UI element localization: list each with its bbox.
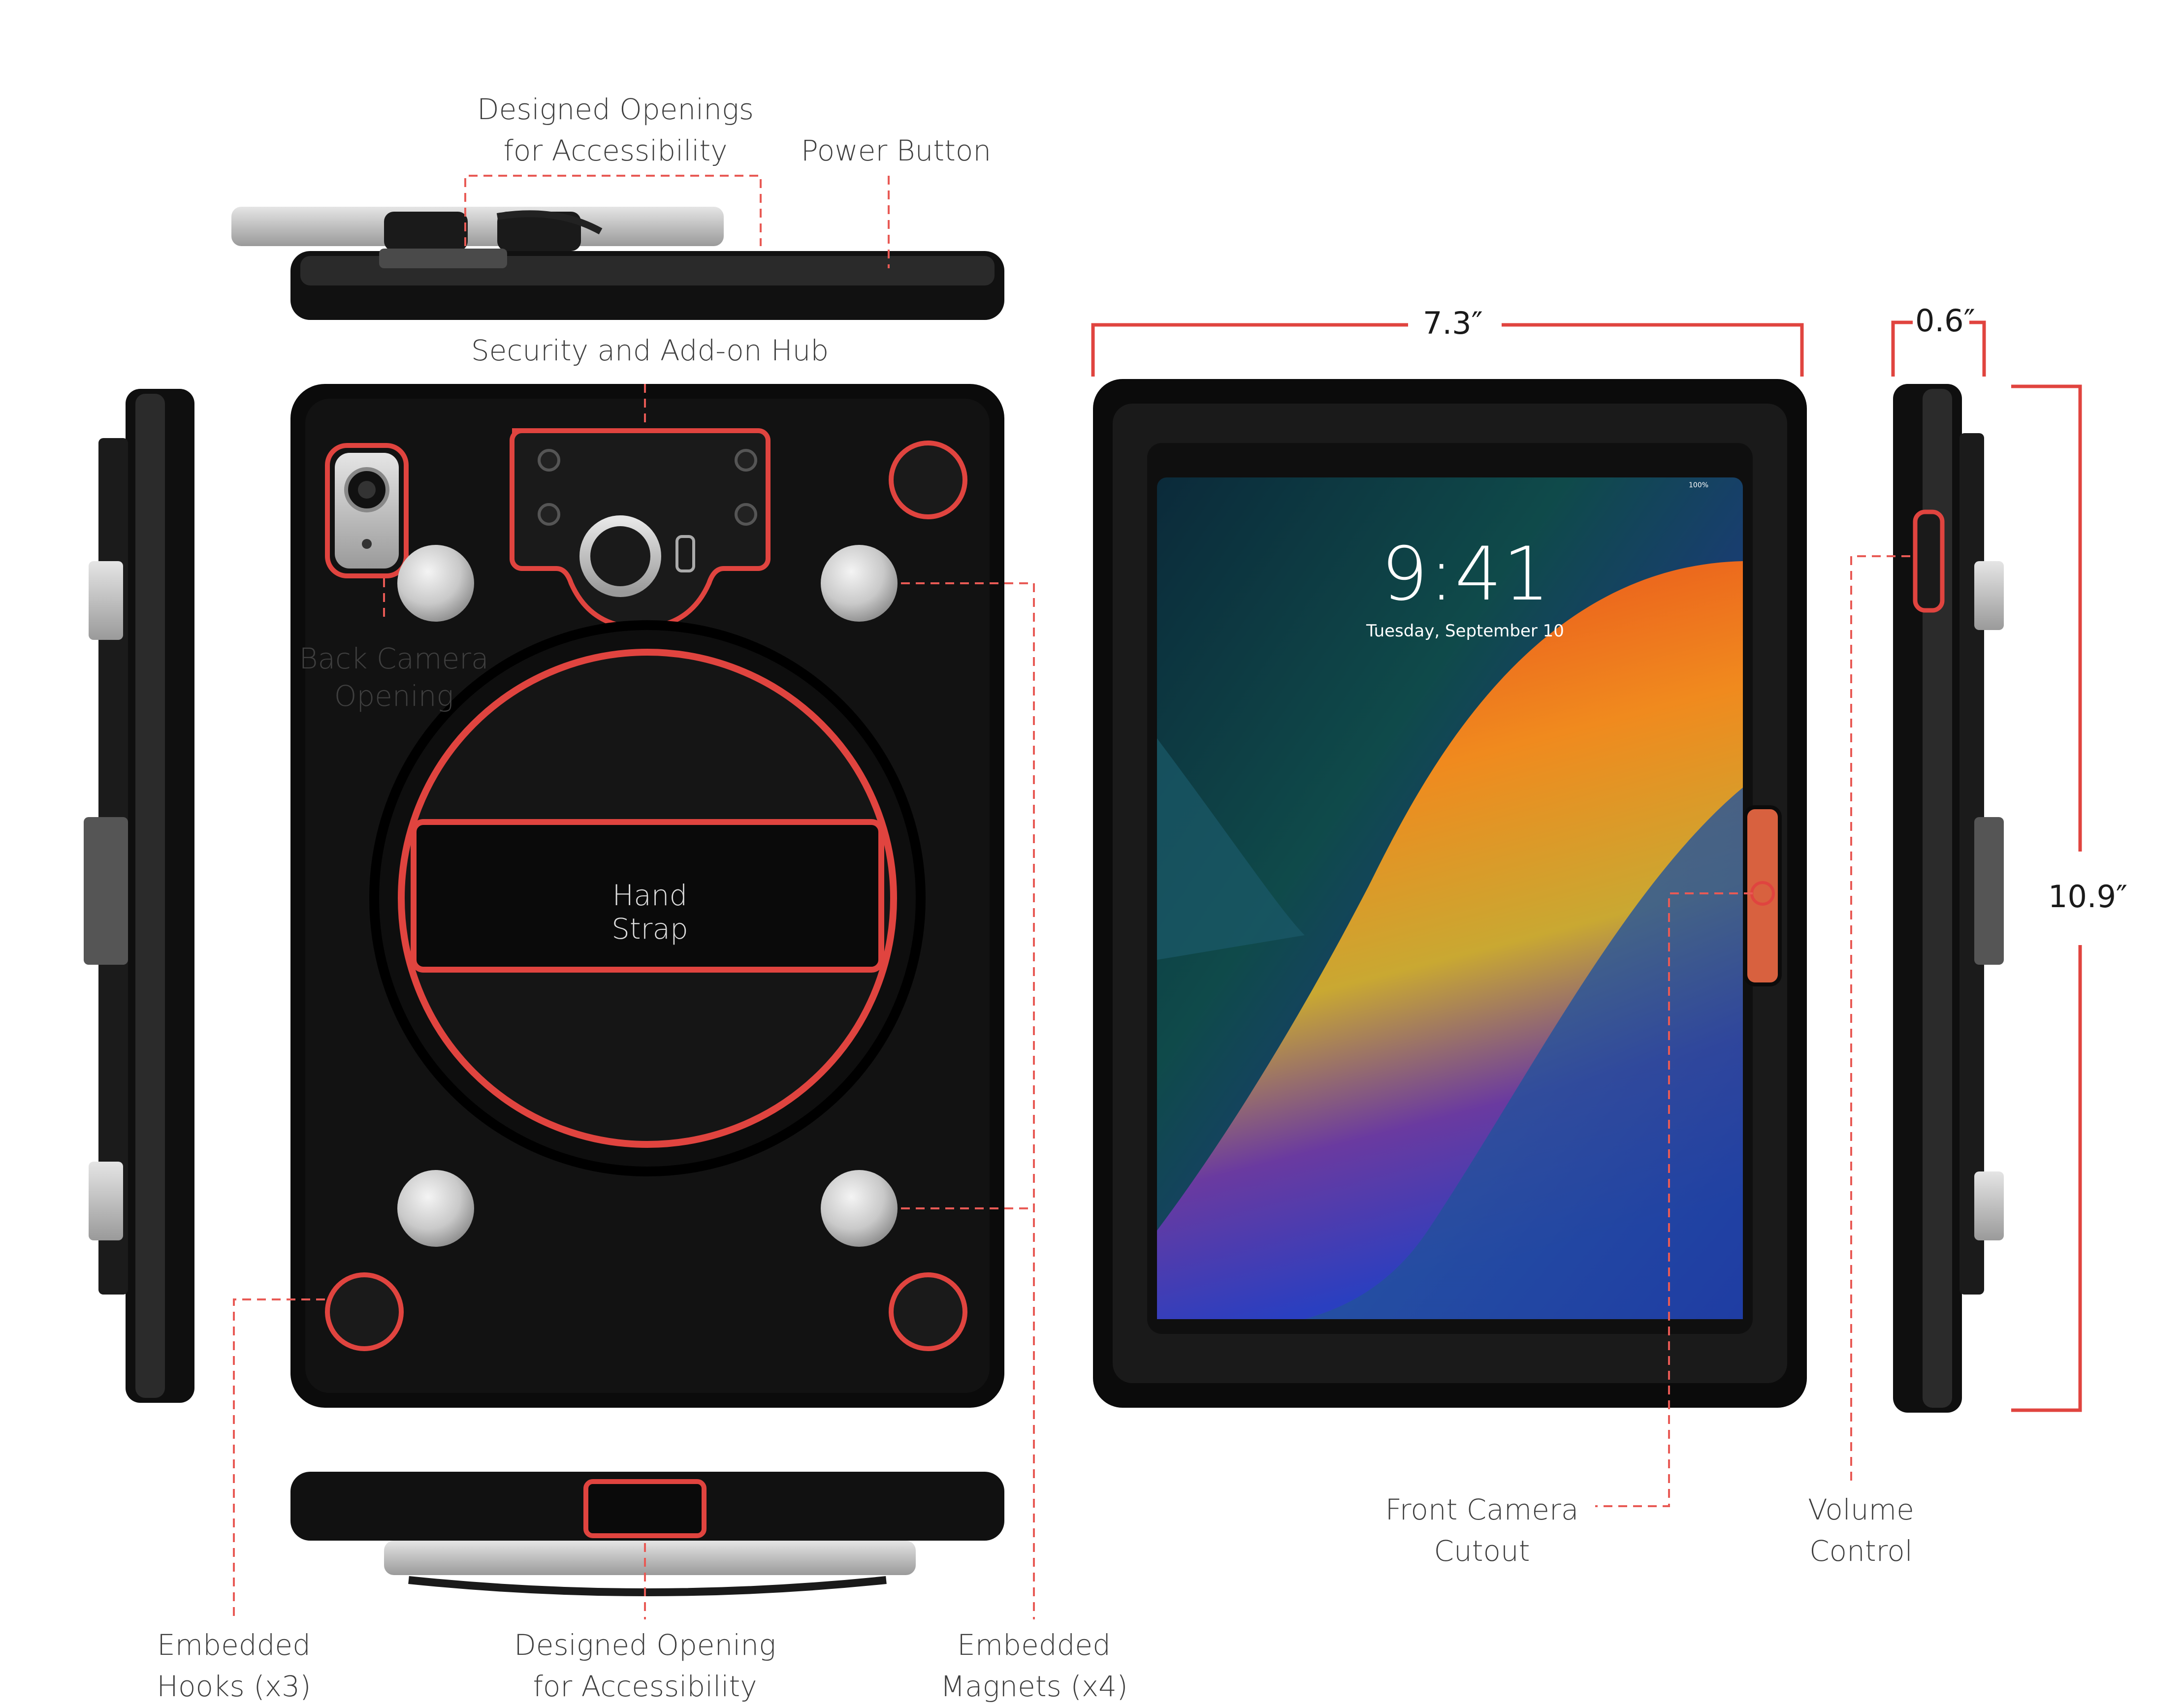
label-back-camera-line1: Back Camera: [299, 642, 489, 675]
leader-lines: [233, 175, 1910, 1619]
label-designed-opening-bottom: Designed Opening for Accessibility: [502, 1624, 788, 1707]
label-embedded-magnets-line2: Magnets (x4): [940, 1670, 1128, 1703]
bottom-edge-view: [290, 1472, 1004, 1596]
label-volume-control: Volume Control: [1782, 1489, 1940, 1572]
lock-screen-battery: 100%: [1689, 481, 1709, 489]
lock-screen-time: 9:41: [1381, 532, 1551, 617]
dimension-height: 10.9″: [2048, 879, 2128, 915]
back-view: [290, 384, 1004, 1408]
label-front-camera-line1: Front Camera: [1385, 1493, 1579, 1526]
label-hand-strap: Hand Strap: [611, 879, 688, 946]
label-security-hub: Security and Add-on Hub: [471, 334, 829, 367]
left-side-view: [84, 389, 194, 1403]
dimension-lines: [1091, 320, 2082, 1412]
label-designed-openings-line2: for Accessibility: [503, 134, 728, 167]
label-designed-opening-bottom-line2: for Accessibility: [533, 1670, 757, 1703]
label-designed-openings: Designed Openings for Accessibility: [470, 89, 761, 171]
lock-screen-date: Tuesday, September 10: [1366, 621, 1564, 641]
top-edge-view: [231, 207, 1004, 320]
label-power-button: Power Button: [801, 134, 992, 167]
label-embedded-hooks-line2: Hooks (x3): [157, 1670, 311, 1703]
label-embedded-hooks: Embedded Hooks (x3): [150, 1624, 318, 1707]
label-back-camera-line2: Opening: [334, 679, 454, 713]
label-front-camera: Front Camera Cutout: [1379, 1489, 1585, 1572]
label-designed-openings-line1: Designed Openings: [477, 93, 754, 126]
dimension-depth: 0.6″: [1915, 303, 1975, 339]
label-front-camera-line2: Cutout: [1434, 1534, 1530, 1568]
front-view: [1093, 379, 1807, 1408]
label-volume-control-line2: Control: [1809, 1534, 1913, 1568]
label-embedded-magnets-line1: Embedded: [957, 1628, 1111, 1662]
label-back-camera: Back Camera Opening: [295, 640, 492, 715]
right-side-view: [1893, 384, 2004, 1413]
label-designed-opening-bottom-line1: Designed Opening: [514, 1628, 776, 1662]
label-embedded-hooks-line1: Embedded: [157, 1628, 311, 1662]
label-volume-control-line1: Volume: [1808, 1493, 1914, 1526]
dimension-width: 7.3″: [1423, 305, 1483, 341]
label-embedded-magnets: Embedded Magnets (x4): [940, 1624, 1128, 1707]
